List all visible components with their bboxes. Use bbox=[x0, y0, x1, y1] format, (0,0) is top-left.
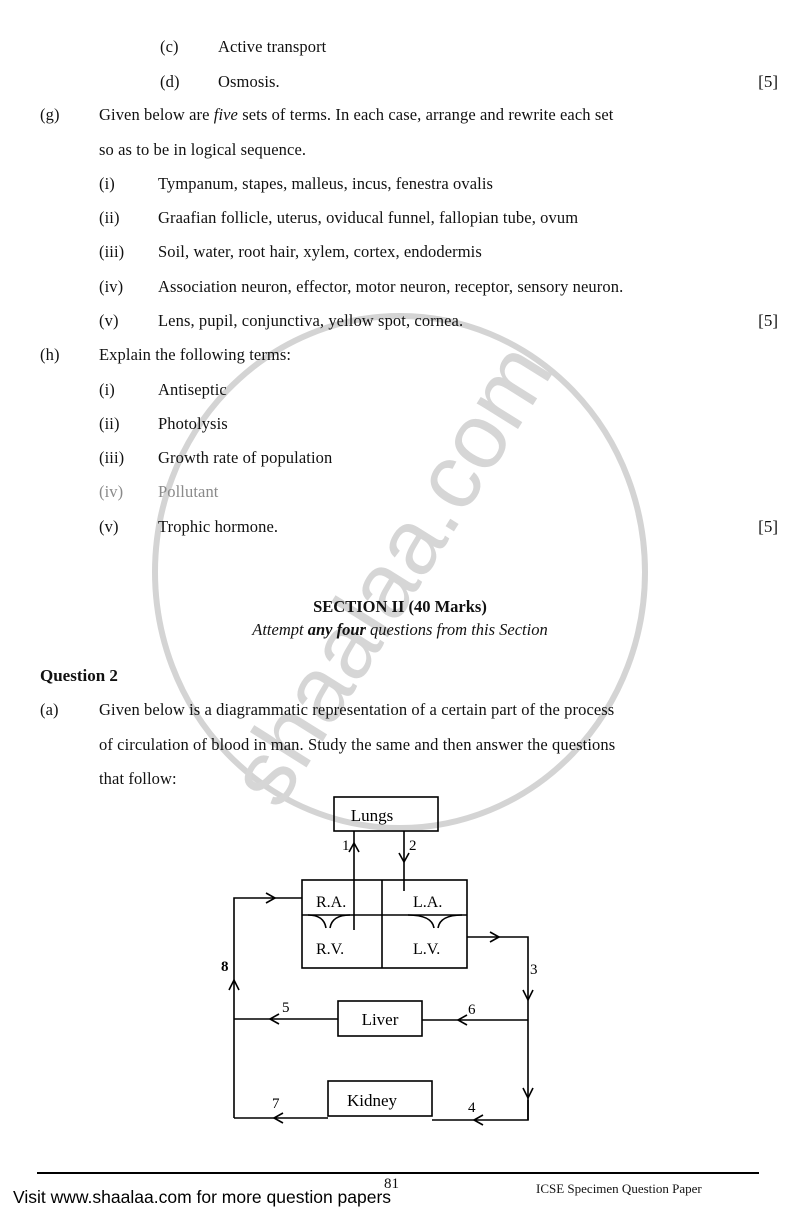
blood-circulation-diagram: Lungs R.A. L.A. R.V. L.V. 1 2 3 Liver 6 bbox=[200, 790, 560, 1130]
item-text-active-transport: Active transport bbox=[218, 37, 327, 56]
heart-box bbox=[301, 879, 468, 969]
part-g-item-label: (iii) bbox=[99, 242, 125, 261]
q2-part-a-line2: of circulation of blood in man. Study th… bbox=[99, 735, 616, 754]
part-g-item-label: (i) bbox=[99, 174, 115, 193]
label-8: 8 bbox=[221, 959, 229, 975]
section-subtitle: Attempt any four questions from this Sec… bbox=[252, 620, 548, 639]
label-2: 2 bbox=[409, 838, 417, 854]
label-5: 5 bbox=[282, 1000, 290, 1016]
part-h-item-label: (i) bbox=[99, 380, 115, 399]
label-1: 1 bbox=[342, 838, 350, 854]
question-title: Question 2 bbox=[40, 666, 118, 685]
kidney-label: Kidney bbox=[347, 1091, 398, 1110]
paper-title: ICSE Specimen Question Paper bbox=[536, 1181, 702, 1196]
q2-part-a-label: (a) bbox=[40, 700, 59, 719]
lv-label: L.V. bbox=[413, 941, 440, 958]
part-g-item-text: Association neuron, effector, motor neur… bbox=[158, 277, 624, 296]
visit-link-text[interactable]: Visit www.shaalaa.com for more question … bbox=[13, 1187, 392, 1207]
part-g-item-label: (v) bbox=[99, 311, 119, 330]
part-h-item-text: Growth rate of population bbox=[158, 448, 333, 467]
part-h-item-text: Pollutant bbox=[158, 482, 219, 501]
marks-h: [5] bbox=[758, 517, 778, 536]
part-h-item-label: (iv) bbox=[99, 482, 124, 501]
part-g-item-label: (iv) bbox=[99, 277, 124, 296]
part-g-label: (g) bbox=[40, 105, 60, 124]
part-g-item-text: Tympanum, stapes, malleus, incus, fenest… bbox=[158, 174, 494, 193]
label-3: 3 bbox=[530, 962, 538, 978]
kidney-box bbox=[327, 1080, 433, 1117]
item-label-d: (d) bbox=[160, 72, 180, 91]
lungs-box bbox=[333, 796, 439, 832]
item-text-osmosis: Osmosis. bbox=[218, 72, 280, 91]
part-g-item-label: (ii) bbox=[99, 208, 120, 227]
part-h-intro: Explain the following terms: bbox=[99, 345, 292, 364]
page-number: 81 bbox=[384, 1176, 399, 1192]
item-label-c: (c) bbox=[160, 37, 179, 56]
la-label: L.A. bbox=[413, 894, 442, 911]
part-h-item-label: (v) bbox=[99, 517, 119, 536]
part-h-item-label: (ii) bbox=[99, 414, 120, 433]
lungs-label: Lungs bbox=[351, 806, 394, 825]
part-g-item-text: Lens, pupil, conjunctiva, yellow spot, c… bbox=[158, 311, 464, 330]
part-h-item-text: Trophic hormone. bbox=[158, 517, 279, 536]
label-4: 4 bbox=[468, 1100, 476, 1116]
part-g-intro-line2: so as to be in logical sequence. bbox=[99, 140, 307, 159]
ra-label: R.A. bbox=[316, 894, 346, 911]
footer-divider bbox=[37, 1172, 759, 1174]
part-g-item-text: Soil, water, root hair, xylem, cortex, e… bbox=[158, 242, 482, 261]
label-7: 7 bbox=[272, 1096, 280, 1112]
rv-label: R.V. bbox=[316, 941, 344, 958]
marks-g: [5] bbox=[758, 311, 778, 330]
liver-label: Liver bbox=[362, 1010, 399, 1029]
part-h-label: (h) bbox=[40, 345, 60, 364]
part-h-item-text: Antiseptic bbox=[158, 380, 227, 399]
q2-part-a-line1: Given below is a diagrammatic representa… bbox=[99, 700, 615, 719]
label-6: 6 bbox=[468, 1002, 476, 1018]
q2-part-a-line3: that follow: bbox=[99, 769, 177, 788]
part-h-item-text: Photolysis bbox=[158, 414, 228, 433]
section-title: SECTION II (40 Marks) bbox=[313, 597, 487, 616]
part-g-intro-line1: Given below are five sets of terms. In e… bbox=[99, 105, 614, 124]
part-h-item-label: (iii) bbox=[99, 448, 125, 467]
part-g-item-text: Graafian follicle, uterus, oviducal funn… bbox=[158, 208, 579, 227]
marks-f: [5] bbox=[758, 72, 778, 91]
